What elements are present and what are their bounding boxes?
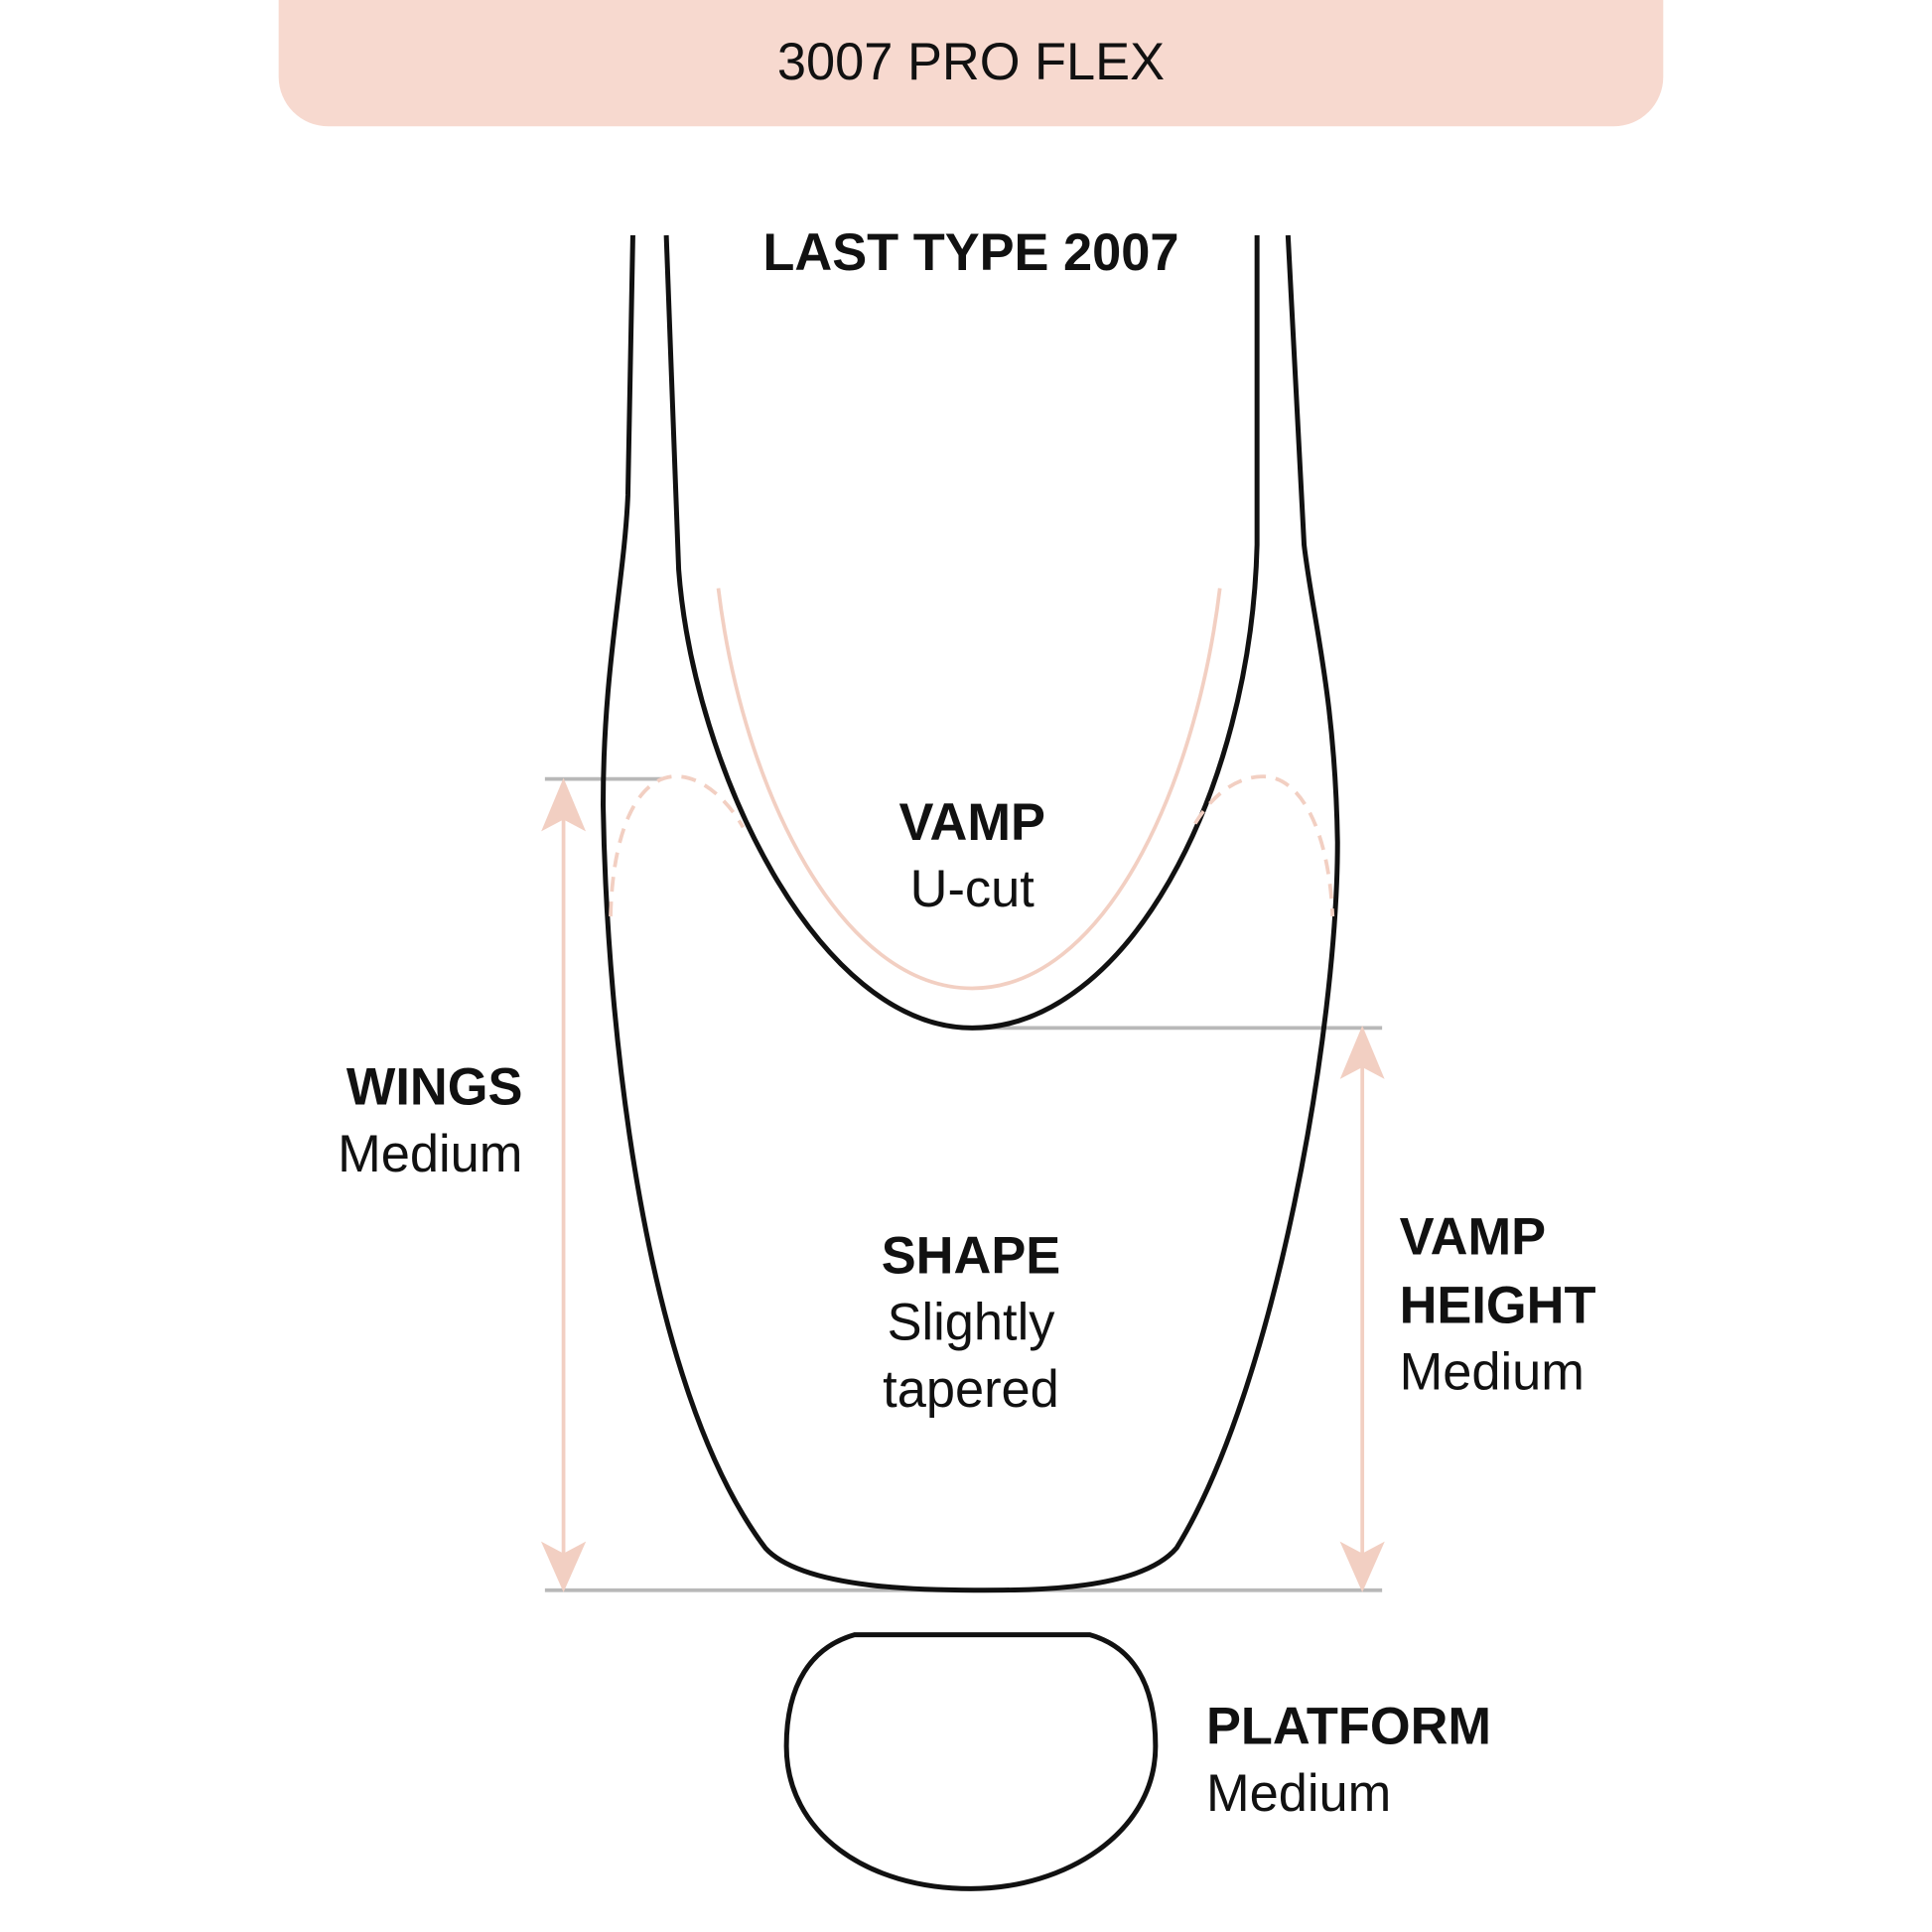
last-type-label: LAST TYPE 2007 bbox=[762, 224, 1178, 282]
shape-value-line1: Slightly bbox=[888, 1295, 1056, 1352]
vamp-height-arrow bbox=[1339, 1026, 1385, 1592]
vamp-ucut-line bbox=[716, 588, 1222, 991]
wings-title: WINGS bbox=[346, 1059, 522, 1117]
vamp-height-value: Medium bbox=[1400, 1344, 1585, 1402]
platform-value: Medium bbox=[1206, 1765, 1391, 1823]
vamp-value: U-cut bbox=[910, 861, 1035, 918]
shape-value-line2: tapered bbox=[883, 1361, 1059, 1419]
vamp-height-title-line1: VAMP bbox=[1400, 1209, 1546, 1267]
vamp-height-title-line2: HEIGHT bbox=[1400, 1277, 1596, 1334]
shape-title: SHAPE bbox=[882, 1227, 1060, 1285]
vamp-opening bbox=[663, 234, 1260, 1031]
wings-height-arrow bbox=[540, 777, 587, 1592]
shoe-outline bbox=[601, 234, 1340, 1593]
wings-value: Medium bbox=[338, 1126, 522, 1183]
header-title: 3007 PRO FLEX bbox=[777, 34, 1165, 91]
wing-dashes bbox=[609, 774, 1335, 917]
vamp-title: VAMP bbox=[899, 794, 1045, 852]
platform-title: PLATFORM bbox=[1206, 1698, 1491, 1755]
platform-shape bbox=[783, 1632, 1159, 1891]
header-banner bbox=[278, 0, 1664, 127]
